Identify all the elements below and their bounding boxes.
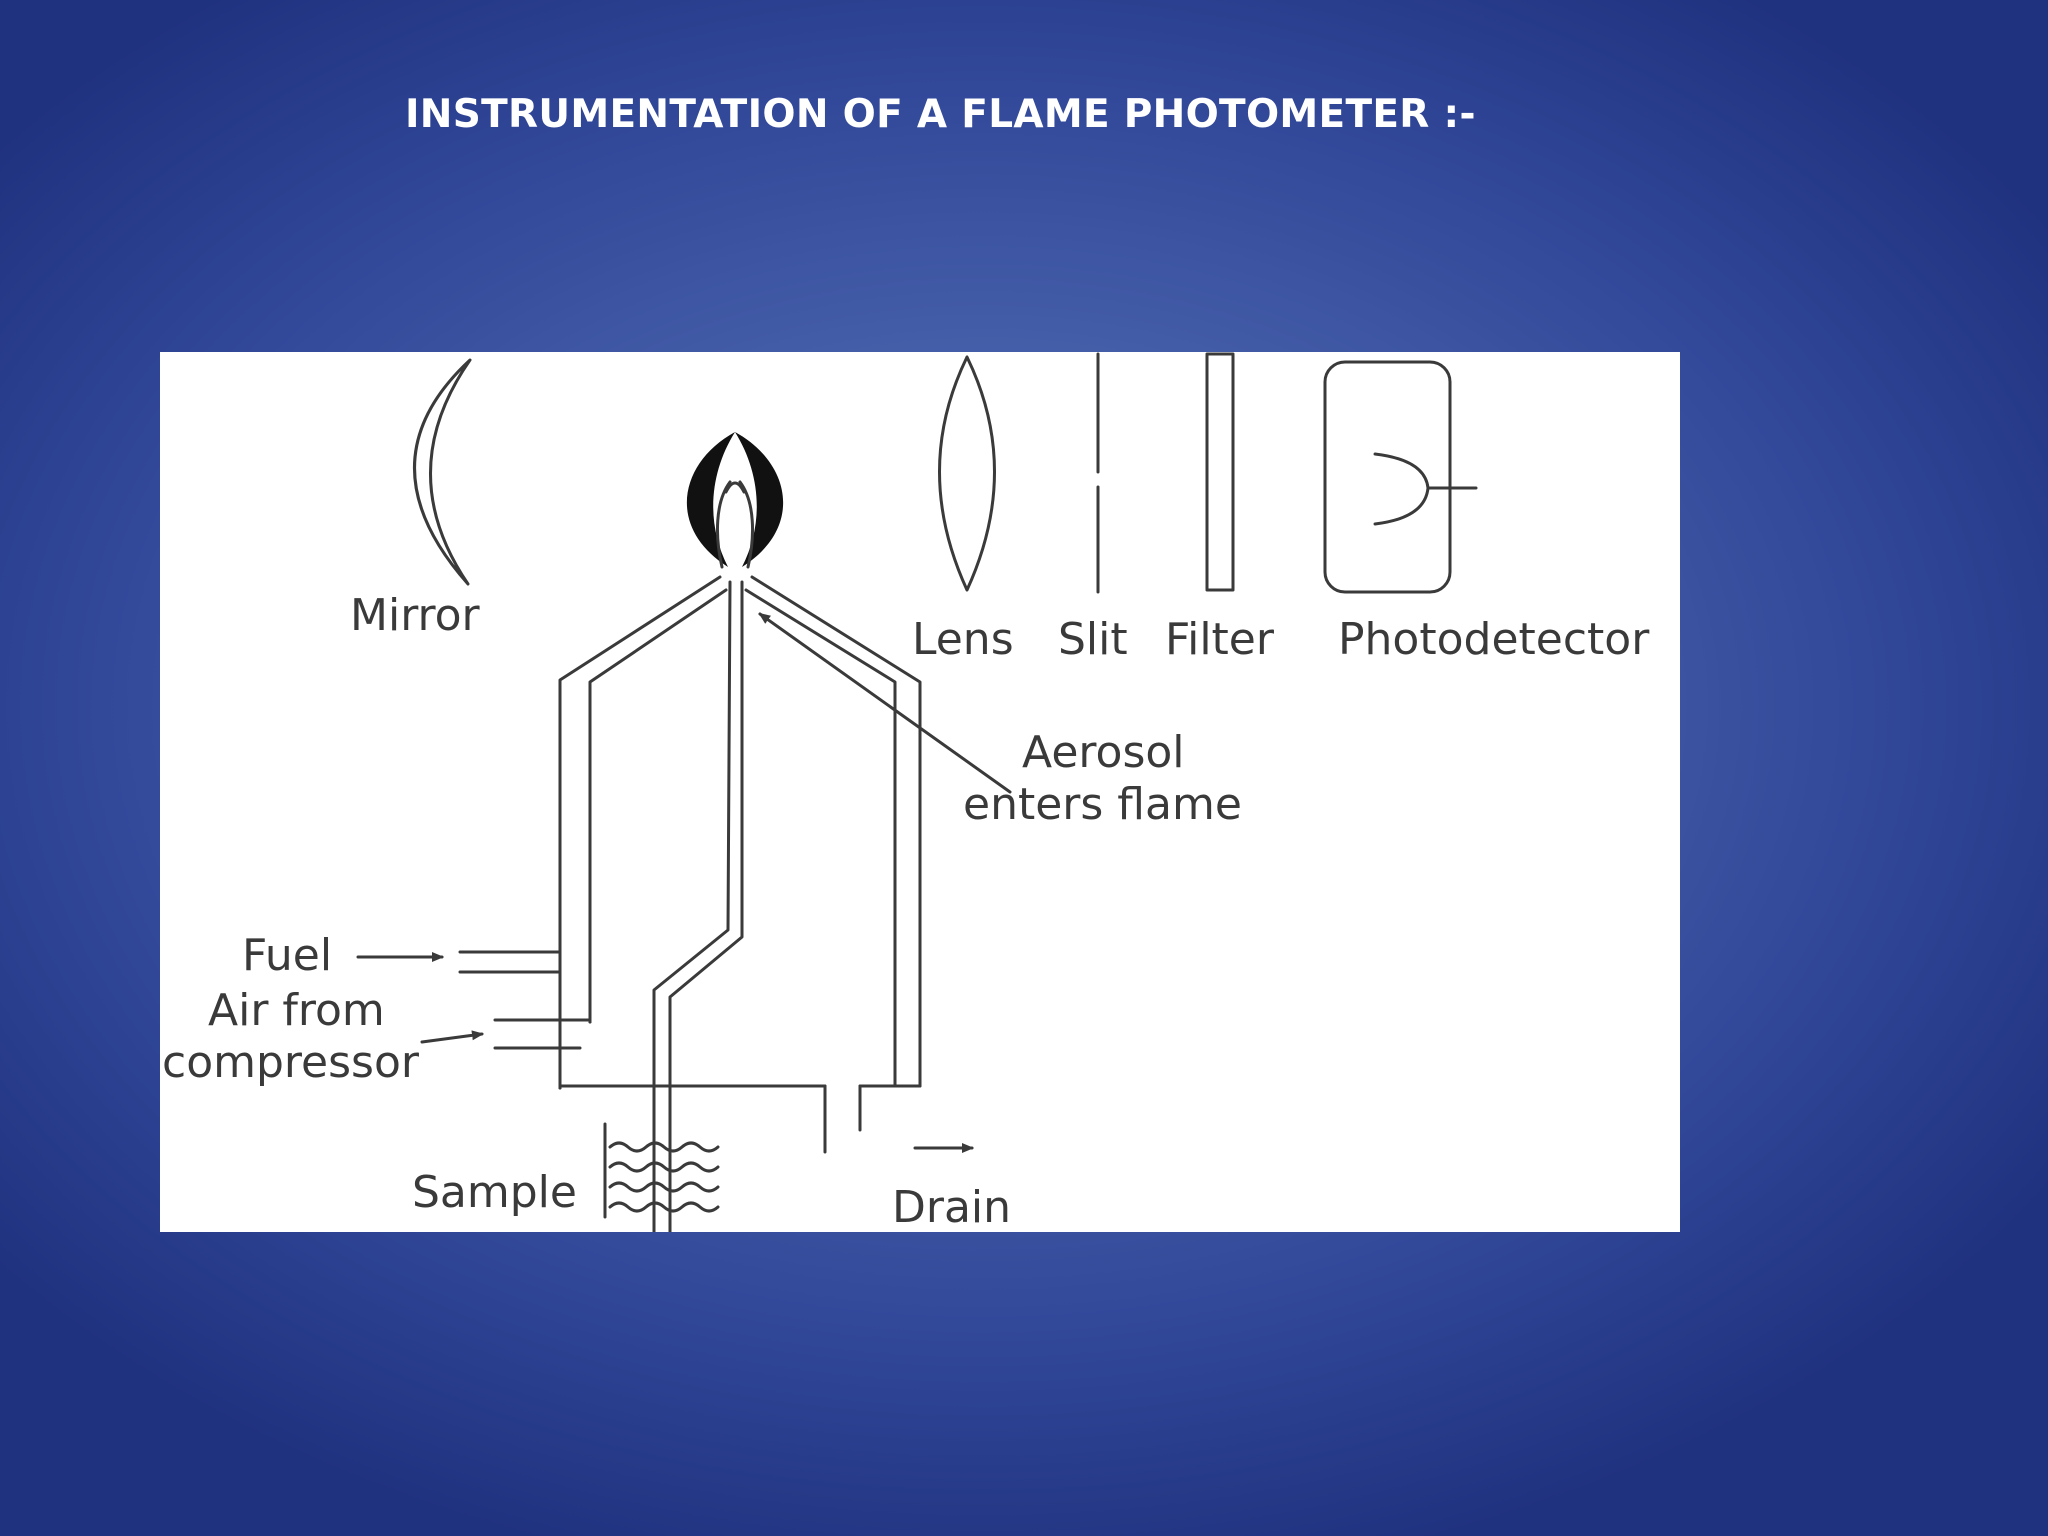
filter-label: Filter [1165,614,1275,665]
air-label-line2: compressor [162,1037,420,1088]
flame-photometer-diagram: Mirror [160,352,1680,1232]
sample-beaker [603,1122,720,1219]
sample-label: Sample [412,1167,577,1218]
burner-assembly [458,575,922,1232]
aerosol-arrow [758,612,1012,794]
fuel-label: Fuel [242,930,332,981]
slit-label: Slit [1058,614,1128,665]
slide-title: INSTRUMENTATION OF A FLAME PHOTOMETER :- [405,92,1476,137]
mirror-shape [413,358,472,586]
filter-shape [1205,352,1235,592]
air-arrow [420,1030,484,1044]
photodetector-label: Photodetector [1338,614,1650,665]
drain-label: Drain [892,1182,1011,1232]
aerosol-label-line2: enters flame [963,779,1242,830]
flame-icon [686,432,784,569]
photodetector-shape [1323,360,1478,594]
aerosol-label-line1: Aerosol [1022,727,1185,778]
mirror-label: Mirror [350,590,481,641]
air-label-line1: Air from [208,985,385,1036]
lens-label: Lens [912,614,1014,665]
lens-shape [938,355,996,592]
